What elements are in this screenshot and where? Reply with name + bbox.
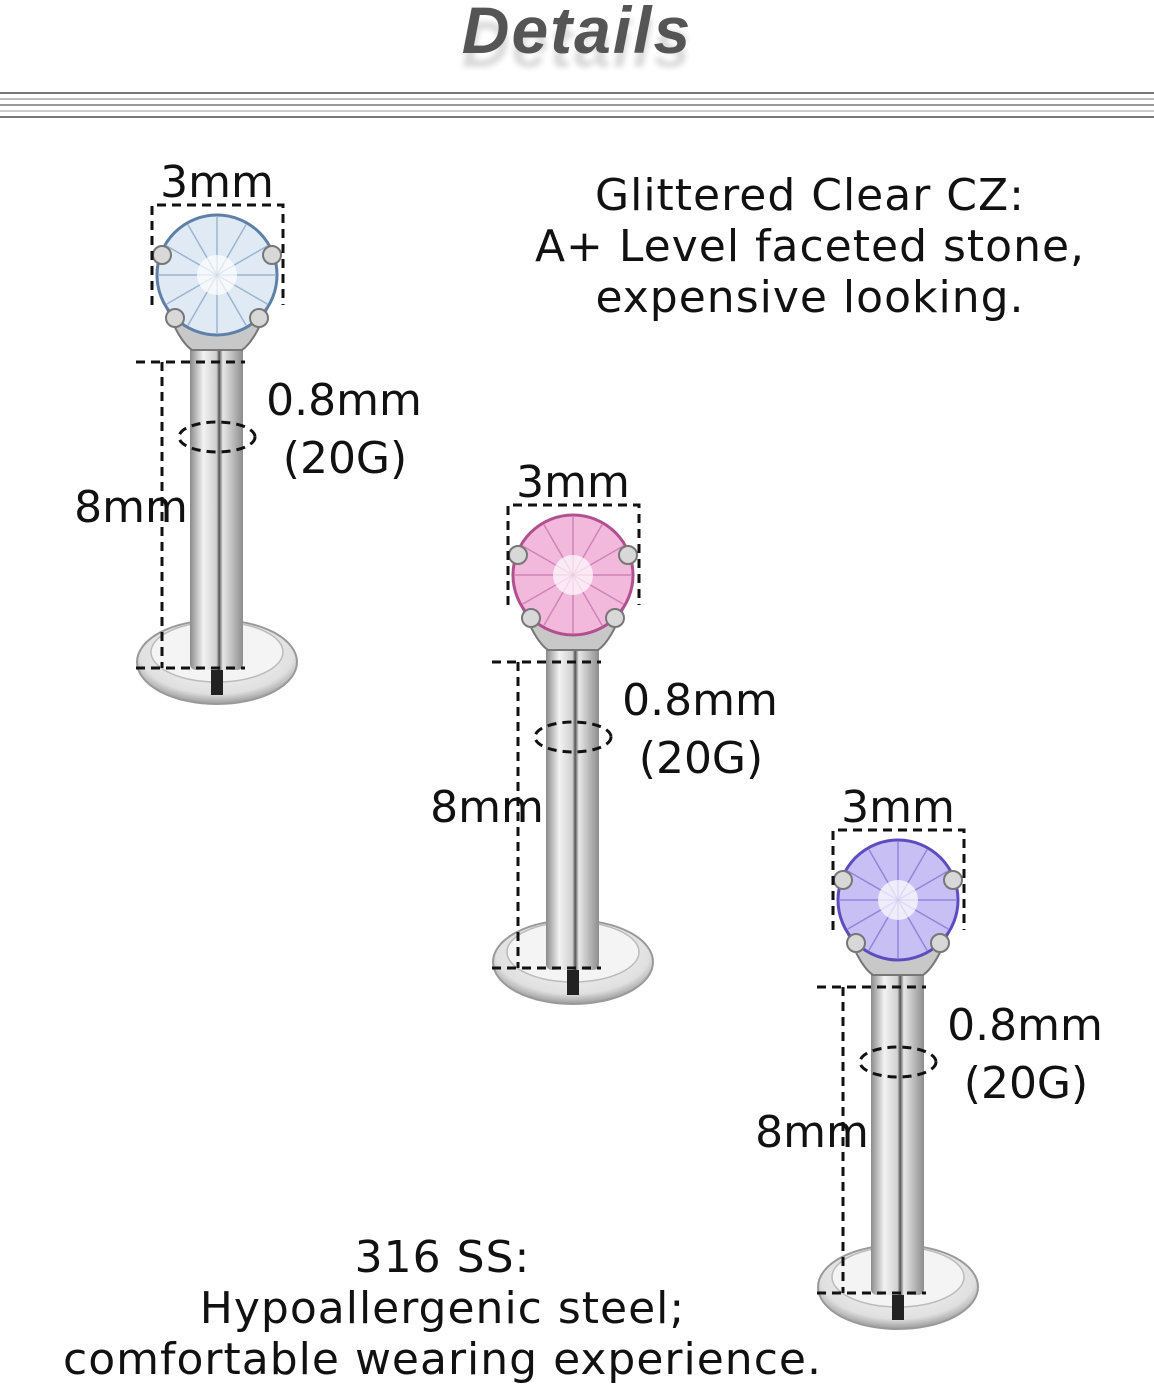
stone-description-line: A+ Level faceted stone, [534, 221, 1086, 272]
stone-description-line: Glittered Clear CZ: [595, 170, 1025, 221]
prong [618, 545, 638, 565]
prong [249, 308, 269, 328]
length-dimension [817, 985, 926, 1295]
length-dimension [136, 360, 245, 670]
labret-shaft [871, 965, 924, 1295]
gauge-label: (20G) [639, 733, 763, 784]
gauge-mm-label: 0.8mm [266, 375, 422, 426]
piercing-pink: 3mm 8mm 0.8mm (20G) [430, 457, 778, 1005]
prong [165, 308, 185, 328]
stone-width-dimension [150, 203, 285, 305]
stone-width-dimension [831, 828, 966, 930]
prong [833, 870, 853, 890]
prong [152, 245, 172, 265]
page-title: Details [461, 0, 693, 67]
piercing-clear: 3mm 8mm 0.8mm (20G) [74, 157, 422, 705]
stone-size-label: 3mm [841, 782, 955, 833]
prong [508, 545, 528, 565]
prong [605, 608, 625, 628]
labret-shaft [190, 340, 243, 670]
length-dimension [492, 660, 601, 970]
length-label: 8mm [74, 482, 188, 533]
gem-highlight [553, 555, 593, 595]
material-description-line: 316 SS: [354, 1232, 531, 1283]
material-description-line: comfortable wearing experience. [63, 1334, 822, 1385]
stone-size-label: 3mm [516, 457, 630, 508]
prong [943, 870, 963, 890]
stone-size-label: 3mm [160, 157, 274, 208]
gauge-dimension [858, 1045, 938, 1079]
piercing-lavender: 3mm 8mm 0.8mm (20G) [755, 782, 1103, 1330]
gem-highlight [878, 880, 918, 920]
prong [930, 933, 950, 953]
material-description: 316 SS: Hypoallergenic steel; comfortabl… [20, 1232, 865, 1385]
gauge-label: (20G) [964, 1058, 1088, 1109]
gem-highlight [197, 255, 237, 295]
disc-post [892, 1290, 904, 1320]
labret-shaft [546, 640, 599, 970]
gauge-dimension [177, 420, 257, 454]
gauge-mm-label: 0.8mm [622, 675, 778, 726]
prong [521, 608, 541, 628]
material-description-line: Hypoallergenic steel; [199, 1283, 686, 1334]
gauge-dimension [533, 720, 613, 754]
disc-post [211, 665, 223, 695]
stone-width-dimension [506, 503, 641, 605]
length-label: 8mm [755, 1107, 869, 1158]
length-label: 8mm [430, 782, 544, 833]
stone-description-line: expensive looking. [595, 272, 1025, 323]
prong [262, 245, 282, 265]
prong [846, 933, 866, 953]
gauge-mm-label: 0.8mm [947, 1000, 1103, 1051]
gauge-label: (20G) [283, 433, 407, 484]
disc-post [567, 965, 579, 995]
stone-description: Glittered Clear CZ: A+ Level faceted sto… [500, 170, 1120, 323]
